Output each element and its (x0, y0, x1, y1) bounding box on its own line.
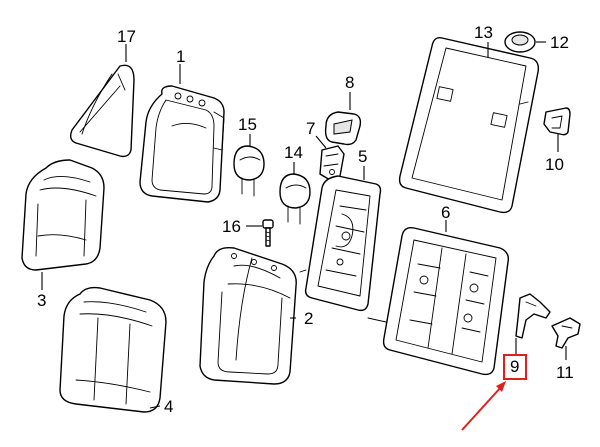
part-10-bracket[interactable] (543, 107, 571, 136)
callout-13: 13 (474, 23, 493, 42)
callout-6: 6 (441, 203, 450, 222)
callout-11: 11 (556, 363, 574, 382)
callout-labels: 17 1 2 3 4 5 6 7 8 9 10 11 12 13 14 15 1… (37, 23, 574, 416)
callout-17: 17 (117, 27, 136, 46)
part-8-latch-bezel[interactable] (324, 111, 362, 146)
part-6-seatback-frame[interactable] (367, 226, 510, 376)
part-7-latch[interactable] (319, 145, 345, 181)
highlight-box (503, 354, 527, 380)
part-9-bracket[interactable] (515, 293, 551, 339)
callout-16: 16 (222, 217, 241, 236)
callout-7: 7 (306, 119, 315, 138)
part-11-bracket[interactable] (551, 317, 581, 349)
part-14-headrest[interactable] (279, 173, 311, 225)
part-4-cushion-pad[interactable] (59, 286, 167, 413)
part-5-seatback-frame[interactable] (299, 175, 382, 312)
callout-1: 1 (176, 47, 185, 66)
part-1-seatback-cover[interactable] (139, 85, 225, 203)
callout-2: 2 (304, 309, 313, 328)
callout-4: 4 (164, 397, 173, 416)
leader-lines (41, 41, 567, 409)
callout-8: 8 (345, 73, 354, 92)
callout-3: 3 (37, 291, 46, 310)
callout-5: 5 (358, 147, 367, 166)
callout-15: 15 (238, 115, 257, 134)
part-17-side-bolster[interactable] (69, 64, 135, 158)
highlight-marker (461, 354, 527, 431)
part-3-seatback-pad[interactable] (21, 159, 105, 271)
part-13-seatback-panel[interactable] (398, 36, 540, 214)
highlight-arrow (461, 385, 503, 431)
part-15-headrest[interactable] (233, 145, 265, 197)
highlight-arrow-head (496, 381, 506, 392)
part-12-knob[interactable] (504, 31, 536, 53)
callout-14: 14 (284, 143, 303, 162)
callout-12: 12 (550, 33, 569, 52)
part-2-cushion-cover[interactable] (199, 246, 297, 385)
callout-9: 9 (510, 357, 519, 376)
callout-10: 10 (545, 155, 564, 174)
part-16-guide-bolt[interactable] (262, 219, 274, 247)
